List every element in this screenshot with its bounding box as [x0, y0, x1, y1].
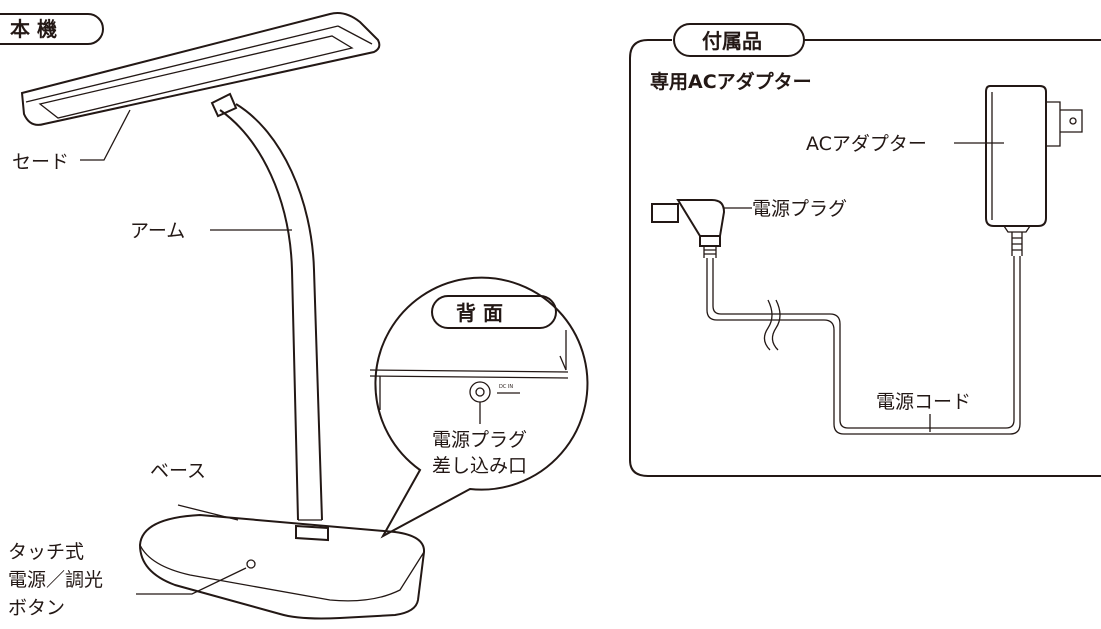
rear-view-bubble: 背 面 DC IN 電源プラグ 差し込み口	[369, 276, 589, 539]
svg-text:ボタン: ボタン	[8, 597, 65, 619]
svg-text:専用ACアダプター: 専用ACアダプター	[650, 70, 812, 93]
arm-callout: アーム	[130, 220, 292, 242]
lamp-shade	[20, 12, 381, 126]
svg-text:背 面: 背 面	[456, 301, 503, 325]
cord-callout: 電源コード	[876, 391, 971, 432]
shade-callout: セード	[12, 109, 131, 173]
dc-jack-icon	[469, 381, 491, 403]
adapter-callout: ACアダプター	[806, 133, 1004, 155]
svg-text:電源／調光: 電源／調光	[8, 569, 103, 591]
svg-text:本 機: 本 機	[10, 17, 57, 41]
svg-text:差し込み口: 差し込み口	[432, 455, 527, 477]
power-cord	[706, 256, 1021, 435]
plug-callout: 電源プラグ	[724, 198, 847, 220]
touch-button-callout: タッチ式 電源／調光 ボタン	[8, 541, 247, 619]
svg-text:セード: セード	[12, 151, 69, 173]
svg-text:ACアダプター: ACアダプター	[806, 133, 927, 155]
svg-text:ベース: ベース	[150, 460, 206, 482]
ac-adapter	[985, 85, 1083, 256]
accessories-panel: 付属品 専用ACアダプター	[629, 23, 1101, 477]
base-callout: ベース	[150, 460, 239, 521]
touch-button-icon	[246, 559, 256, 569]
svg-text:アーム: アーム	[130, 220, 185, 242]
svg-text:タッチ式: タッチ式	[8, 541, 84, 563]
svg-text:電源プラグ: 電源プラグ	[752, 198, 847, 220]
svg-text:電源コード: 電源コード	[876, 391, 971, 413]
lamp-base	[138, 513, 426, 620]
svg-text:付属品: 付属品	[702, 29, 762, 53]
svg-text:DC IN: DC IN	[499, 384, 513, 390]
svg-text:電源プラグ: 電源プラグ	[432, 429, 527, 451]
main-unit-tag: 本 機	[0, 13, 104, 45]
dc-plug	[651, 199, 726, 258]
lamp-arm	[210, 92, 323, 521]
